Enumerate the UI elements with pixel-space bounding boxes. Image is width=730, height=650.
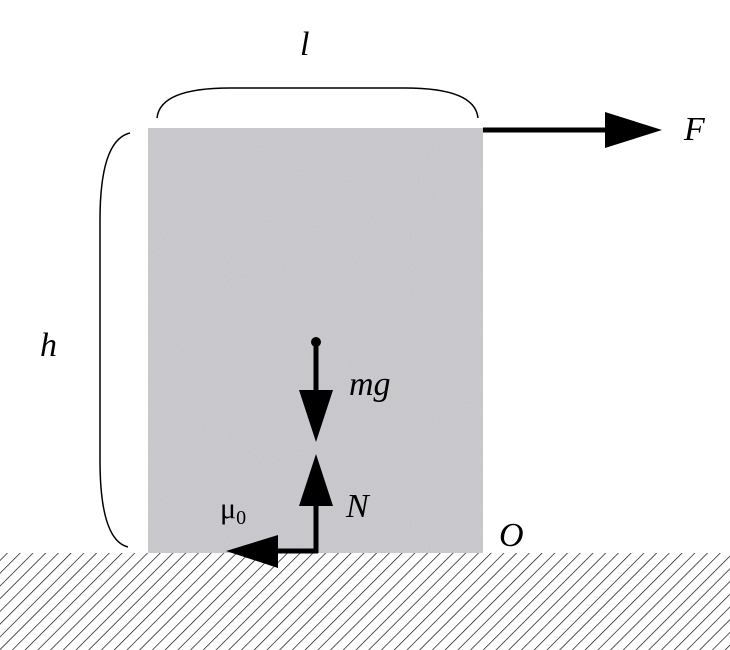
ground-hatching	[0, 553, 730, 650]
height-label: h	[40, 327, 57, 364]
force-arrow	[483, 112, 662, 148]
length-label: l	[300, 26, 309, 63]
friction-arrow	[226, 535, 318, 568]
force-label: F	[683, 111, 706, 148]
normal-arrow	[299, 454, 333, 553]
friction-label: μ0	[220, 492, 246, 529]
normal-label: N	[345, 488, 371, 525]
length-brace	[156, 87, 479, 119]
weight-arrow	[299, 337, 333, 442]
weight-label: mg	[349, 366, 391, 403]
pivot-label: O	[499, 517, 524, 554]
height-brace	[99, 132, 131, 548]
